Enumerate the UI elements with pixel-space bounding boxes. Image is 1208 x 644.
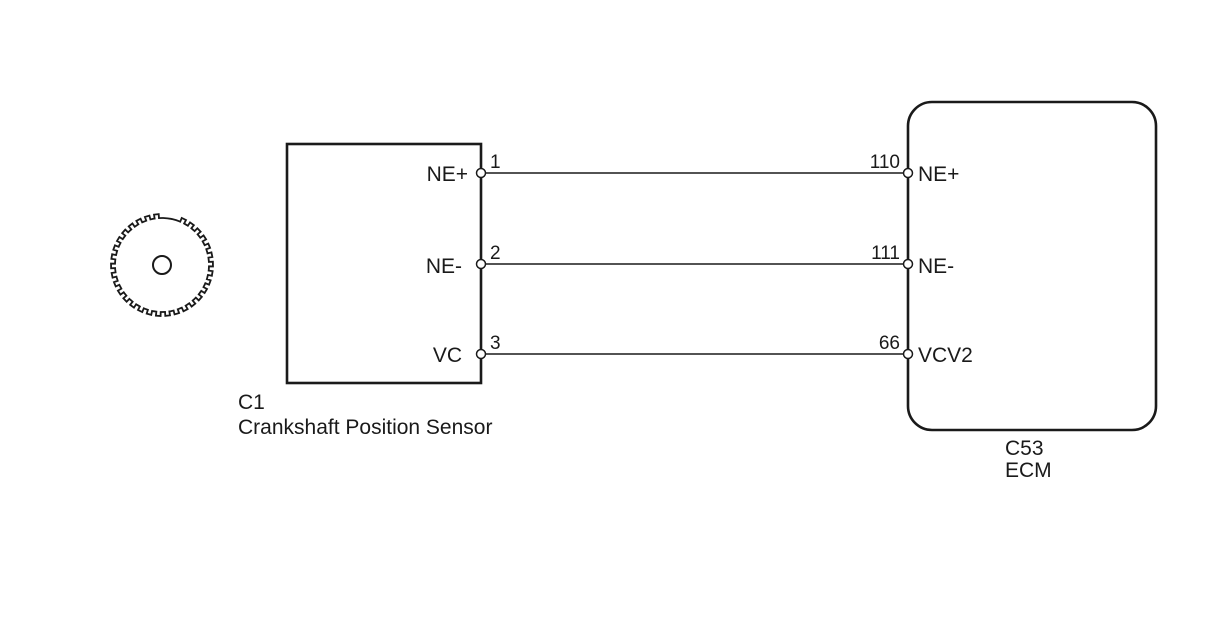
ecm-terminal-111 (902, 258, 914, 270)
ecm-terminal-110 (902, 167, 914, 179)
sensor-pin-label-ne-plus: NE+ (427, 163, 468, 186)
sensor-pin-label-vc: VC (433, 344, 462, 367)
ecm-name: ECM (1005, 459, 1052, 482)
ecm-pin-label-ne-minus: NE- (918, 255, 954, 278)
ecm-pin-label-ne-plus: NE+ (918, 163, 959, 186)
sensor-pin-label-ne-minus: NE- (426, 255, 462, 278)
ecm-pin-label-vcv2: VCV2 (918, 344, 973, 367)
sensor-terminal-1 (475, 167, 487, 179)
sensor-terminal-3 (475, 348, 487, 360)
crankshaft-position-sensor: NE+ NE- VC 1 2 3 C1 Crankshaft Position … (238, 142, 501, 439)
ecm-terminal-66 (902, 348, 914, 360)
sensor-pin-number-2: 2 (490, 243, 501, 264)
sensor-pin-number-3: 3 (490, 333, 501, 354)
ecm-pin-number-111: 111 (871, 243, 900, 264)
crankshaft-timing-rotor-icon (110, 213, 214, 317)
ecm: NE+ NE- VCV2 110 111 66 C53 ECM (870, 100, 1158, 482)
ecm-pin-number-66: 66 (879, 333, 900, 354)
sensor-pin-number-1: 1 (490, 152, 501, 173)
sensor-connector-id: C1 (238, 391, 265, 414)
ecm-pin-number-110: 110 (870, 152, 900, 173)
sensor-terminal-2 (475, 258, 487, 270)
sensor-name: Crankshaft Position Sensor (238, 416, 492, 439)
ecm-connector-id: C53 (1005, 437, 1044, 460)
